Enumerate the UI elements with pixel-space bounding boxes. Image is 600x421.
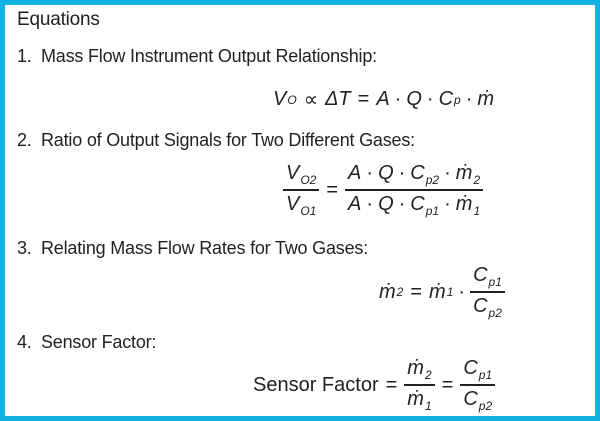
subscript: 1 bbox=[446, 285, 454, 299]
variable: Q bbox=[378, 162, 394, 184]
multiply-operator: · bbox=[458, 280, 466, 303]
variable: V bbox=[286, 193, 300, 215]
equation-4: Sensor Factor = ṁ2 ṁ1 = Cp1 Cp2 bbox=[253, 356, 496, 414]
equals-operator: = bbox=[385, 373, 398, 396]
multiply-operator: · bbox=[366, 193, 374, 215]
variable: Q bbox=[378, 193, 394, 215]
proportional-operator: ∝ bbox=[303, 89, 318, 111]
list-item-2: 2. Ratio of Output Signals for Two Diffe… bbox=[17, 130, 415, 151]
fraction-denominator: VO1 bbox=[283, 191, 319, 219]
variable: A bbox=[348, 193, 362, 215]
equation-2: VO2 VO1 = A·Q·Cp2·ṁ2 A·Q·Cp1·ṁ1 bbox=[283, 161, 484, 219]
multiply-operator: · bbox=[398, 193, 406, 215]
multiply-operator: · bbox=[465, 88, 473, 110]
list-item-3-label: Relating Mass Flow Rates for Two Gases: bbox=[41, 238, 368, 258]
variable: ΔT bbox=[324, 88, 351, 110]
variable: A bbox=[376, 88, 390, 110]
variable: C bbox=[473, 295, 488, 317]
list-item-4-label: Sensor Factor: bbox=[41, 332, 157, 352]
fraction: VO2 VO1 bbox=[283, 161, 320, 219]
variable: ṁ bbox=[477, 88, 495, 110]
fraction-denominator: Cp2 bbox=[460, 386, 495, 414]
fraction-numerator: Cp1 bbox=[470, 263, 505, 293]
subscript: p1 bbox=[425, 204, 440, 218]
list-item-2-number: 2. bbox=[17, 130, 32, 150]
subscript: O bbox=[287, 92, 297, 107]
fraction-denominator: A·Q·Cp1·ṁ1 bbox=[345, 191, 483, 219]
variable: C bbox=[463, 388, 478, 410]
subscript: p2 bbox=[425, 173, 440, 187]
equals-operator: = bbox=[410, 280, 423, 303]
subscript: p2 bbox=[488, 306, 502, 320]
fraction: Cp1 Cp2 bbox=[470, 263, 505, 321]
fraction: ṁ2 ṁ1 bbox=[404, 356, 435, 414]
subscript: 1 bbox=[473, 204, 481, 218]
list-item-4-number: 4. bbox=[17, 332, 32, 352]
variable: ṁ bbox=[455, 193, 473, 215]
multiply-operator: · bbox=[398, 162, 406, 184]
variable: V bbox=[273, 88, 287, 110]
subscript: 2 bbox=[396, 285, 404, 299]
subscript: p bbox=[454, 92, 461, 107]
fraction: Cp1 Cp2 bbox=[460, 356, 496, 414]
variable: Q bbox=[406, 88, 422, 110]
subscript: O2 bbox=[300, 173, 317, 187]
list-item-3-number: 3. bbox=[17, 238, 32, 258]
fraction: A·Q·Cp2·ṁ2 A·Q·Cp1·ṁ1 bbox=[345, 161, 484, 219]
page-title: Equations bbox=[17, 9, 100, 30]
variable: ṁ bbox=[429, 280, 446, 303]
equation-label: Sensor Factor bbox=[253, 373, 379, 396]
multiply-operator: · bbox=[394, 88, 402, 110]
subscript: p1 bbox=[478, 368, 493, 382]
variable: C bbox=[438, 88, 454, 110]
fraction-numerator: A·Q·Cp2·ṁ2 bbox=[345, 161, 484, 191]
subscript: 1 bbox=[424, 399, 432, 413]
multiply-operator: · bbox=[426, 88, 434, 110]
fraction-denominator: ṁ1 bbox=[404, 386, 434, 414]
subscript: p1 bbox=[488, 275, 502, 289]
variable: V bbox=[286, 162, 300, 184]
subscript: p2 bbox=[478, 399, 493, 413]
multiply-operator: · bbox=[366, 162, 374, 184]
list-item-3: 3. Relating Mass Flow Rates for Two Gase… bbox=[17, 238, 368, 259]
list-item-2-label: Ratio of Output Signals for Two Differen… bbox=[41, 130, 415, 150]
fraction-numerator: VO2 bbox=[283, 161, 320, 191]
variable: ṁ bbox=[379, 280, 396, 303]
variable: ṁ bbox=[407, 388, 424, 410]
equals-operator: = bbox=[326, 178, 339, 201]
list-item-1: 1. Mass Flow Instrument Output Relations… bbox=[17, 46, 377, 67]
variable: C bbox=[410, 193, 425, 215]
list-item-1-number: 1. bbox=[17, 46, 32, 66]
variable: ṁ bbox=[455, 162, 473, 184]
variable: C bbox=[473, 264, 488, 286]
variable: ṁ bbox=[407, 357, 424, 379]
fraction-denominator: Cp2 bbox=[470, 293, 505, 321]
subscript: O1 bbox=[300, 204, 317, 218]
equals-operator: = bbox=[357, 88, 370, 110]
multiply-operator: · bbox=[444, 162, 451, 184]
subscript: 2 bbox=[424, 368, 432, 382]
list-item-1-label: Mass Flow Instrument Output Relationship… bbox=[41, 46, 377, 66]
fraction-numerator: Cp1 bbox=[460, 356, 496, 386]
subscript: 2 bbox=[473, 173, 481, 187]
list-item-4: 4. Sensor Factor: bbox=[17, 332, 156, 353]
fraction-numerator: ṁ2 bbox=[404, 356, 435, 386]
equals-operator: = bbox=[441, 373, 454, 396]
multiply-operator: · bbox=[444, 193, 451, 215]
variable: C bbox=[463, 357, 478, 379]
variable: C bbox=[410, 162, 425, 184]
variable: A bbox=[348, 162, 362, 184]
